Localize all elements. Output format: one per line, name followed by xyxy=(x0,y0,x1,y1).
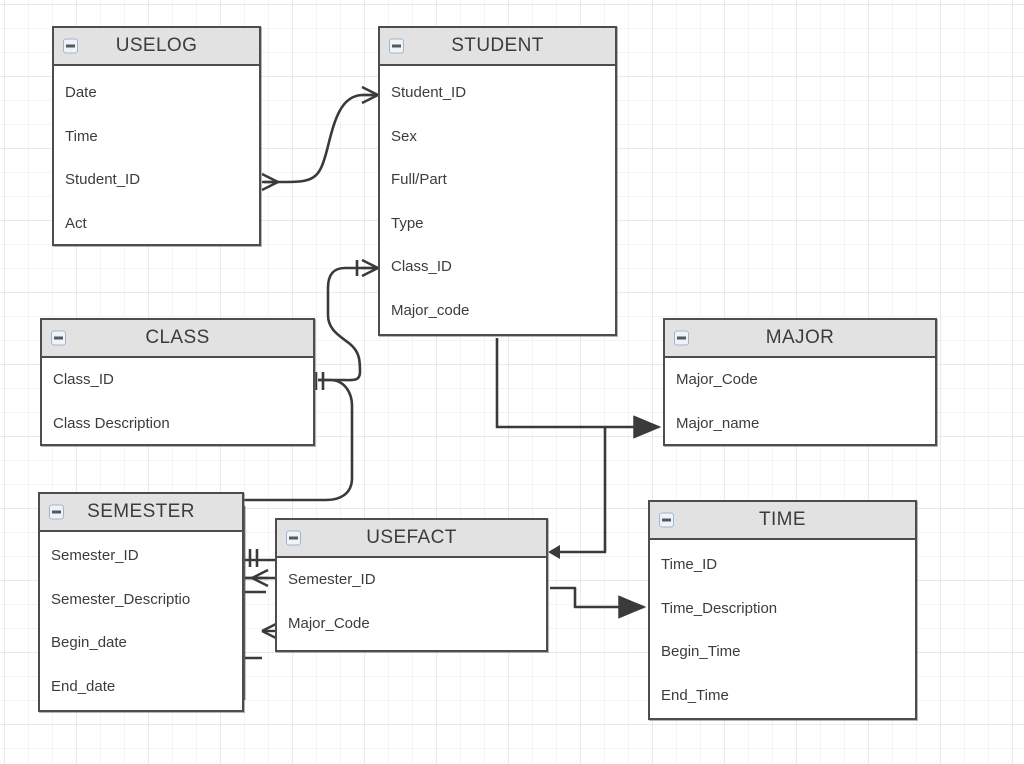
crowsfoot-student-studentid xyxy=(361,85,379,105)
entity-semester-header[interactable]: SEMESTER xyxy=(40,494,242,532)
entity-usefact-attributes: Semester_ID Major_Code xyxy=(277,558,546,650)
attribute-row[interactable]: Time xyxy=(65,127,98,145)
crowsfoot-uselog-studentid xyxy=(261,172,279,192)
entity-class-title: CLASS xyxy=(145,327,210,348)
entity-uselog[interactable]: USELOG Date Time Student_ID Act xyxy=(52,26,261,246)
wire-major-usefact xyxy=(556,427,607,554)
collapse-minus-icon[interactable] xyxy=(51,330,66,346)
attribute-row[interactable]: Major_code xyxy=(391,301,470,319)
entity-time-header[interactable]: TIME xyxy=(650,502,915,540)
entity-time[interactable]: TIME Time_ID Time_Description Begin_Time… xyxy=(648,500,917,720)
entity-usefact-title: USEFACT xyxy=(366,527,457,548)
attribute-row[interactable]: Type xyxy=(391,214,424,232)
entity-class-header[interactable]: CLASS xyxy=(42,320,313,358)
entity-uselog-attributes: Date Time Student_ID Act xyxy=(54,66,259,244)
entity-major-header[interactable]: MAJOR xyxy=(665,320,935,358)
wire-class-student xyxy=(318,266,374,382)
entity-major-attributes: Major_Code Major_name xyxy=(665,358,935,444)
entity-semester-title: SEMESTER xyxy=(87,501,195,522)
entity-uselog-header[interactable]: USELOG xyxy=(54,28,259,66)
entity-student-attributes: Student_ID Sex Full/Part Type Class_ID M… xyxy=(380,66,615,334)
attribute-row[interactable]: Major_Code xyxy=(676,371,758,388)
attribute-row[interactable]: Begin_date xyxy=(51,634,127,651)
attribute-row[interactable]: Time_Description xyxy=(661,599,778,617)
entity-student[interactable]: STUDENT Student_ID Sex Full/Part Type Cl… xyxy=(378,26,617,336)
collapse-minus-icon[interactable] xyxy=(49,504,64,520)
entity-uselog-title: USELOG xyxy=(115,35,198,56)
collapse-minus-icon[interactable] xyxy=(63,38,78,54)
attribute-row[interactable]: Date xyxy=(65,84,97,101)
attribute-row[interactable]: Semester_ID xyxy=(51,547,139,564)
wire-uselog-student xyxy=(264,93,374,184)
entity-semester[interactable]: SEMESTER Semester_ID Semester_Descriptio… xyxy=(38,492,244,712)
entity-major-title: MAJOR xyxy=(765,327,835,348)
crowsfoot-usefact-semester xyxy=(251,568,269,588)
attribute-row[interactable]: Major_Code xyxy=(288,615,370,632)
attribute-row[interactable]: Student_ID xyxy=(65,171,141,188)
attribute-row[interactable]: Class_ID xyxy=(53,371,114,388)
attribute-row[interactable]: Student_ID xyxy=(391,84,467,101)
cardinality-one-one-class xyxy=(314,372,325,390)
attribute-row[interactable]: Time_ID xyxy=(661,556,718,573)
cardinality-one-one-semester xyxy=(248,549,259,567)
entity-time-title: TIME xyxy=(759,509,806,530)
attribute-row[interactable]: End_date xyxy=(51,677,116,695)
collapse-minus-icon[interactable] xyxy=(659,512,674,528)
entity-time-attributes: Time_ID Time_Description Begin_Time End_… xyxy=(650,540,915,718)
attribute-row[interactable]: Semester_Descriptio xyxy=(51,590,191,608)
attribute-row[interactable]: Major_name xyxy=(676,415,760,432)
wire-major-usefact-head xyxy=(548,545,560,559)
entity-semester-attributes: Semester_ID Semester_Descriptio Begin_da… xyxy=(40,532,242,710)
attribute-row[interactable]: Semester_ID xyxy=(288,571,376,588)
attribute-row[interactable]: Begin_Time xyxy=(661,643,741,660)
entity-major[interactable]: MAJOR Major_Code Major_name xyxy=(663,318,937,446)
attribute-row[interactable]: End_Time xyxy=(661,686,729,704)
wire-usefact-time xyxy=(550,586,647,619)
attribute-row[interactable]: Full/Part xyxy=(391,171,447,188)
crowsfoot-student-classid xyxy=(361,258,379,278)
attribute-row[interactable]: Class Description xyxy=(53,415,170,432)
attribute-row[interactable]: Sex xyxy=(391,127,417,145)
entity-student-title: STUDENT xyxy=(451,35,544,56)
collapse-minus-icon[interactable] xyxy=(674,330,689,346)
entity-student-header[interactable]: STUDENT xyxy=(380,28,615,66)
attribute-row[interactable]: Act xyxy=(65,214,87,232)
entity-usefact[interactable]: USEFACT Semester_ID Major_Code xyxy=(275,518,548,652)
collapse-minus-icon[interactable] xyxy=(389,38,404,54)
entity-class[interactable]: CLASS Class_ID Class Description xyxy=(40,318,315,446)
entity-class-attributes: Class_ID Class Description xyxy=(42,358,313,444)
entity-usefact-header[interactable]: USEFACT xyxy=(277,520,546,558)
wire-student-major xyxy=(495,338,662,439)
attribute-row[interactable]: Class_ID xyxy=(391,258,452,275)
collapse-minus-icon[interactable] xyxy=(286,530,301,546)
